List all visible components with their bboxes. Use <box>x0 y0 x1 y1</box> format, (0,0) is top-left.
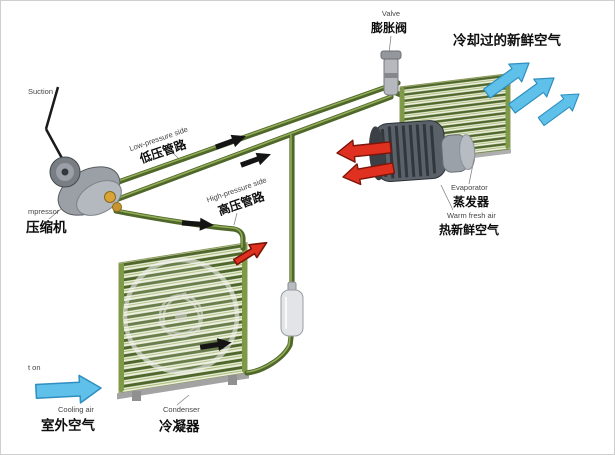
fan-blade <box>157 321 199 335</box>
receiver-drier <box>280 281 304 337</box>
expansion-valve <box>380 50 402 96</box>
compressor-belt <box>44 86 60 130</box>
label-suction: Suction <box>28 87 53 96</box>
refrigerant-pipes <box>90 80 406 376</box>
label-outdoor-air-zh: 室外空气 <box>41 417 95 433</box>
label-compressor-zh: 压缩机 <box>26 219 67 235</box>
label-cooled-fresh-air: 冷却过的新鲜空气 <box>453 32 561 48</box>
label-valve-zh: 膨胀阀 <box>370 20 407 35</box>
leader-high-pressure <box>233 212 238 226</box>
label-evaporator-zh: 蒸发器 <box>453 194 490 209</box>
condenser-leg <box>228 375 237 385</box>
leader-warm-air <box>440 184 454 211</box>
leader-lines <box>48 35 475 406</box>
label-warm-air-zh: 热新鲜空气 <box>439 222 499 237</box>
compressor-shaft <box>61 168 69 176</box>
pipe-suction-line <box>90 80 401 194</box>
flow-arrow <box>181 216 215 232</box>
label-evaporator-en: Evaporator <box>451 183 488 192</box>
leader-condenser <box>176 394 190 406</box>
fan-blade <box>180 295 201 333</box>
condenser-leg <box>132 391 141 401</box>
pipe-condenser-outlet <box>244 334 294 376</box>
label-warm-air-en: Warm fresh air <box>447 211 496 220</box>
leader-compressor <box>48 208 62 220</box>
pipe-highlight <box>104 95 392 204</box>
cooling-air-arrow <box>34 373 103 406</box>
label-valve-en: Valve <box>382 9 400 18</box>
leader-low-pressure <box>170 150 179 159</box>
label-low-pressure: Low-pressure side 低压管路 <box>128 125 189 167</box>
label-compressor-en: mpressor <box>28 207 60 216</box>
label-cooling-air-en: Cooling air <box>58 405 94 414</box>
blower-motor-cap <box>459 134 476 171</box>
compressor <box>44 86 122 216</box>
receiver-body <box>280 289 304 337</box>
leader-evaporator <box>468 158 475 185</box>
leader-valve <box>388 35 392 54</box>
valve-band <box>384 73 398 78</box>
pipe-liquid-line <box>102 94 394 207</box>
compressor-fitting <box>104 191 116 203</box>
fan-hub-cap <box>175 310 187 322</box>
pipe-highlight <box>246 335 291 373</box>
label-condenser-zh: 冷凝器 <box>159 418 200 434</box>
pipe-highlights <box>92 81 399 373</box>
pipe-highlight <box>92 81 399 191</box>
label-high-pressure: High-pressure side 高压管路 <box>205 175 267 218</box>
fan-blade <box>162 292 187 326</box>
condenser-frame <box>117 372 249 400</box>
pipe-highlight <box>115 209 243 248</box>
condenser-fan-ring <box>122 257 240 375</box>
compressor-front <box>76 180 122 216</box>
compressor-fitting <box>112 202 122 212</box>
valve-cap <box>380 50 402 60</box>
label-condenser-en: Condenser <box>163 405 200 414</box>
label-left-partial: t on <box>28 363 41 372</box>
